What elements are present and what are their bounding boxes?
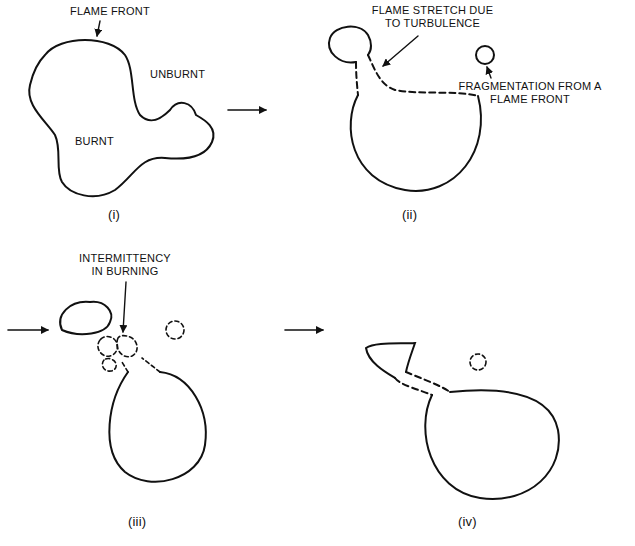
flame-lobe bbox=[329, 27, 371, 63]
stretched-flame bbox=[406, 372, 450, 392]
flame-fragment bbox=[476, 46, 494, 64]
callout-label: FLAME FRONT bbox=[70, 5, 150, 18]
sequence-arrow bbox=[8, 329, 48, 331]
intermittent-flame bbox=[166, 321, 184, 339]
flame-neck bbox=[122, 358, 160, 372]
panel-number: (i) bbox=[108, 208, 120, 221]
callout-label: FLAME STRETCH DUE TO TURBULENCE bbox=[370, 4, 495, 30]
panel-number: (iii) bbox=[128, 515, 146, 528]
flame-lobe bbox=[60, 302, 111, 334]
flame-bulb bbox=[109, 372, 205, 482]
callout-label: INTERMITTENCY IN BURNING bbox=[74, 252, 176, 278]
leader-line bbox=[383, 36, 418, 66]
leader-line bbox=[487, 67, 491, 78]
flame-front bbox=[29, 40, 213, 196]
intermittent-flame bbox=[470, 354, 486, 370]
callout-label: FRAGMENTATION FROM A FLAME FRONT bbox=[450, 80, 610, 106]
stretched-flame bbox=[356, 62, 358, 95]
sequence-arrow bbox=[228, 109, 266, 111]
intermittent-flame bbox=[117, 336, 137, 357]
panel-number: (ii) bbox=[402, 208, 417, 221]
flame-bulb bbox=[351, 95, 481, 191]
leader-line bbox=[97, 21, 100, 36]
intermittent-flame bbox=[102, 359, 116, 372]
intermittent-flame bbox=[98, 336, 118, 356]
flame-bulb bbox=[425, 390, 559, 499]
leader-line bbox=[123, 282, 126, 332]
panel-number: (iv) bbox=[458, 515, 477, 528]
sequence-arrow bbox=[285, 329, 323, 331]
region-label: BURNT bbox=[75, 135, 114, 148]
region-label: UNBURNT bbox=[150, 68, 205, 81]
